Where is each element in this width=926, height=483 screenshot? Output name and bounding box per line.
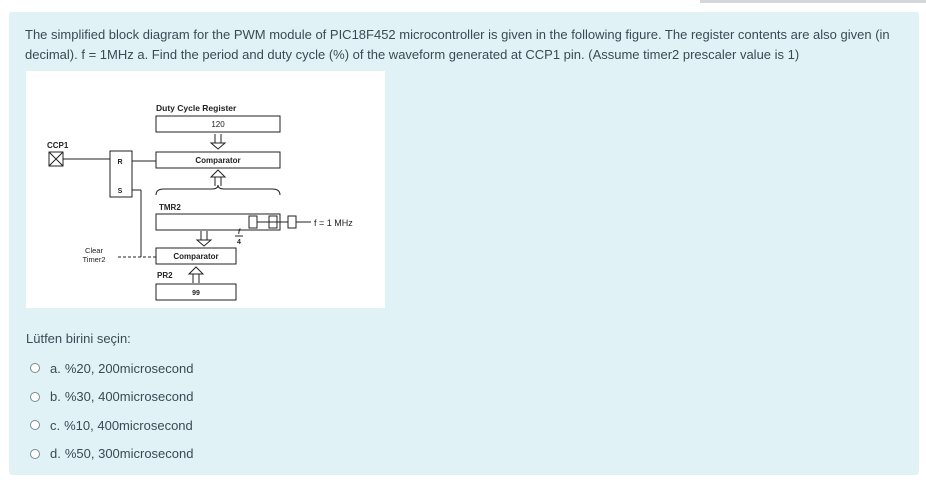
- option-a-text: %20, 200microsecond: [64, 360, 194, 376]
- arrow-up-2-icon: [187, 266, 205, 283]
- radio-d[interactable]: [30, 448, 40, 459]
- duty-cycle-value: 120: [211, 120, 225, 129]
- s-label: S: [118, 188, 123, 195]
- arrow-down-2-icon: [195, 231, 213, 247]
- timer2-label: Timer2: [82, 255, 105, 264]
- radio-c[interactable]: [30, 420, 40, 431]
- pwm-block-diagram: Duty Cycle Register 120 CCP1 R S Compara…: [26, 71, 385, 308]
- option-b-text: %30, 400microsecond: [64, 389, 194, 405]
- option-d-text: %50, 300microsecond: [64, 446, 194, 462]
- option-b-letter: b.: [50, 389, 61, 405]
- comparator-bottom-label: Comparator: [173, 252, 218, 261]
- arrow-down-icon: [209, 134, 227, 150]
- pr2-box: [155, 283, 237, 301]
- duty-cycle-register-box: [155, 115, 281, 133]
- pr2-label: PR2: [157, 271, 173, 280]
- question-text: The simplified block diagram for the PWM…: [25, 27, 890, 62]
- f-label: f: [238, 229, 241, 236]
- arrow-up-icon: [209, 169, 227, 186]
- option-a-letter: a.: [50, 360, 61, 376]
- option-c-text: %10, 400microsecond: [64, 417, 193, 433]
- ccp1-pin-icon: [48, 151, 64, 167]
- option-b[interactable]: b. %30, 400microsecond: [30, 383, 193, 412]
- option-c-letter: c.: [50, 417, 61, 433]
- prescaler-box-1: [248, 215, 258, 229]
- comparator-top-label: Comparator: [195, 156, 240, 165]
- option-d[interactable]: d. %50, 300microsecond: [30, 440, 193, 469]
- ccp1-label: CCP1: [47, 141, 69, 150]
- question-card: The simplified block diagram for the PWM…: [9, 12, 919, 475]
- option-d-letter: d.: [50, 446, 61, 462]
- answer-options: a. %20, 200microsecond b. %30, 400micros…: [30, 354, 193, 468]
- option-c[interactable]: c. %10, 400microsecond: [30, 411, 193, 440]
- duty-cycle-register-label: Duty Cycle Register: [156, 103, 237, 113]
- divider-label: 4: [237, 239, 241, 246]
- clock-label: f = 1 MHz: [314, 218, 353, 228]
- radio-b[interactable]: [30, 391, 40, 402]
- radio-a[interactable]: [30, 363, 40, 374]
- comparator-top-box: [155, 151, 281, 169]
- rs-latch-box: [109, 150, 133, 198]
- option-a[interactable]: a. %20, 200microsecond: [30, 354, 193, 383]
- tmr2-label: TMR2: [159, 203, 181, 212]
- clear-label: Clear: [85, 246, 103, 255]
- pr2-value: 99: [192, 290, 200, 297]
- r-label: R: [117, 159, 122, 166]
- comparator-bottom-box: [155, 247, 237, 265]
- tmr2-brace: [155, 184, 281, 196]
- prescaler-box-3: [287, 215, 297, 229]
- answer-prompt: Lütfen birini seçin:: [26, 331, 131, 346]
- top-scroll-edge: [700, 0, 926, 3]
